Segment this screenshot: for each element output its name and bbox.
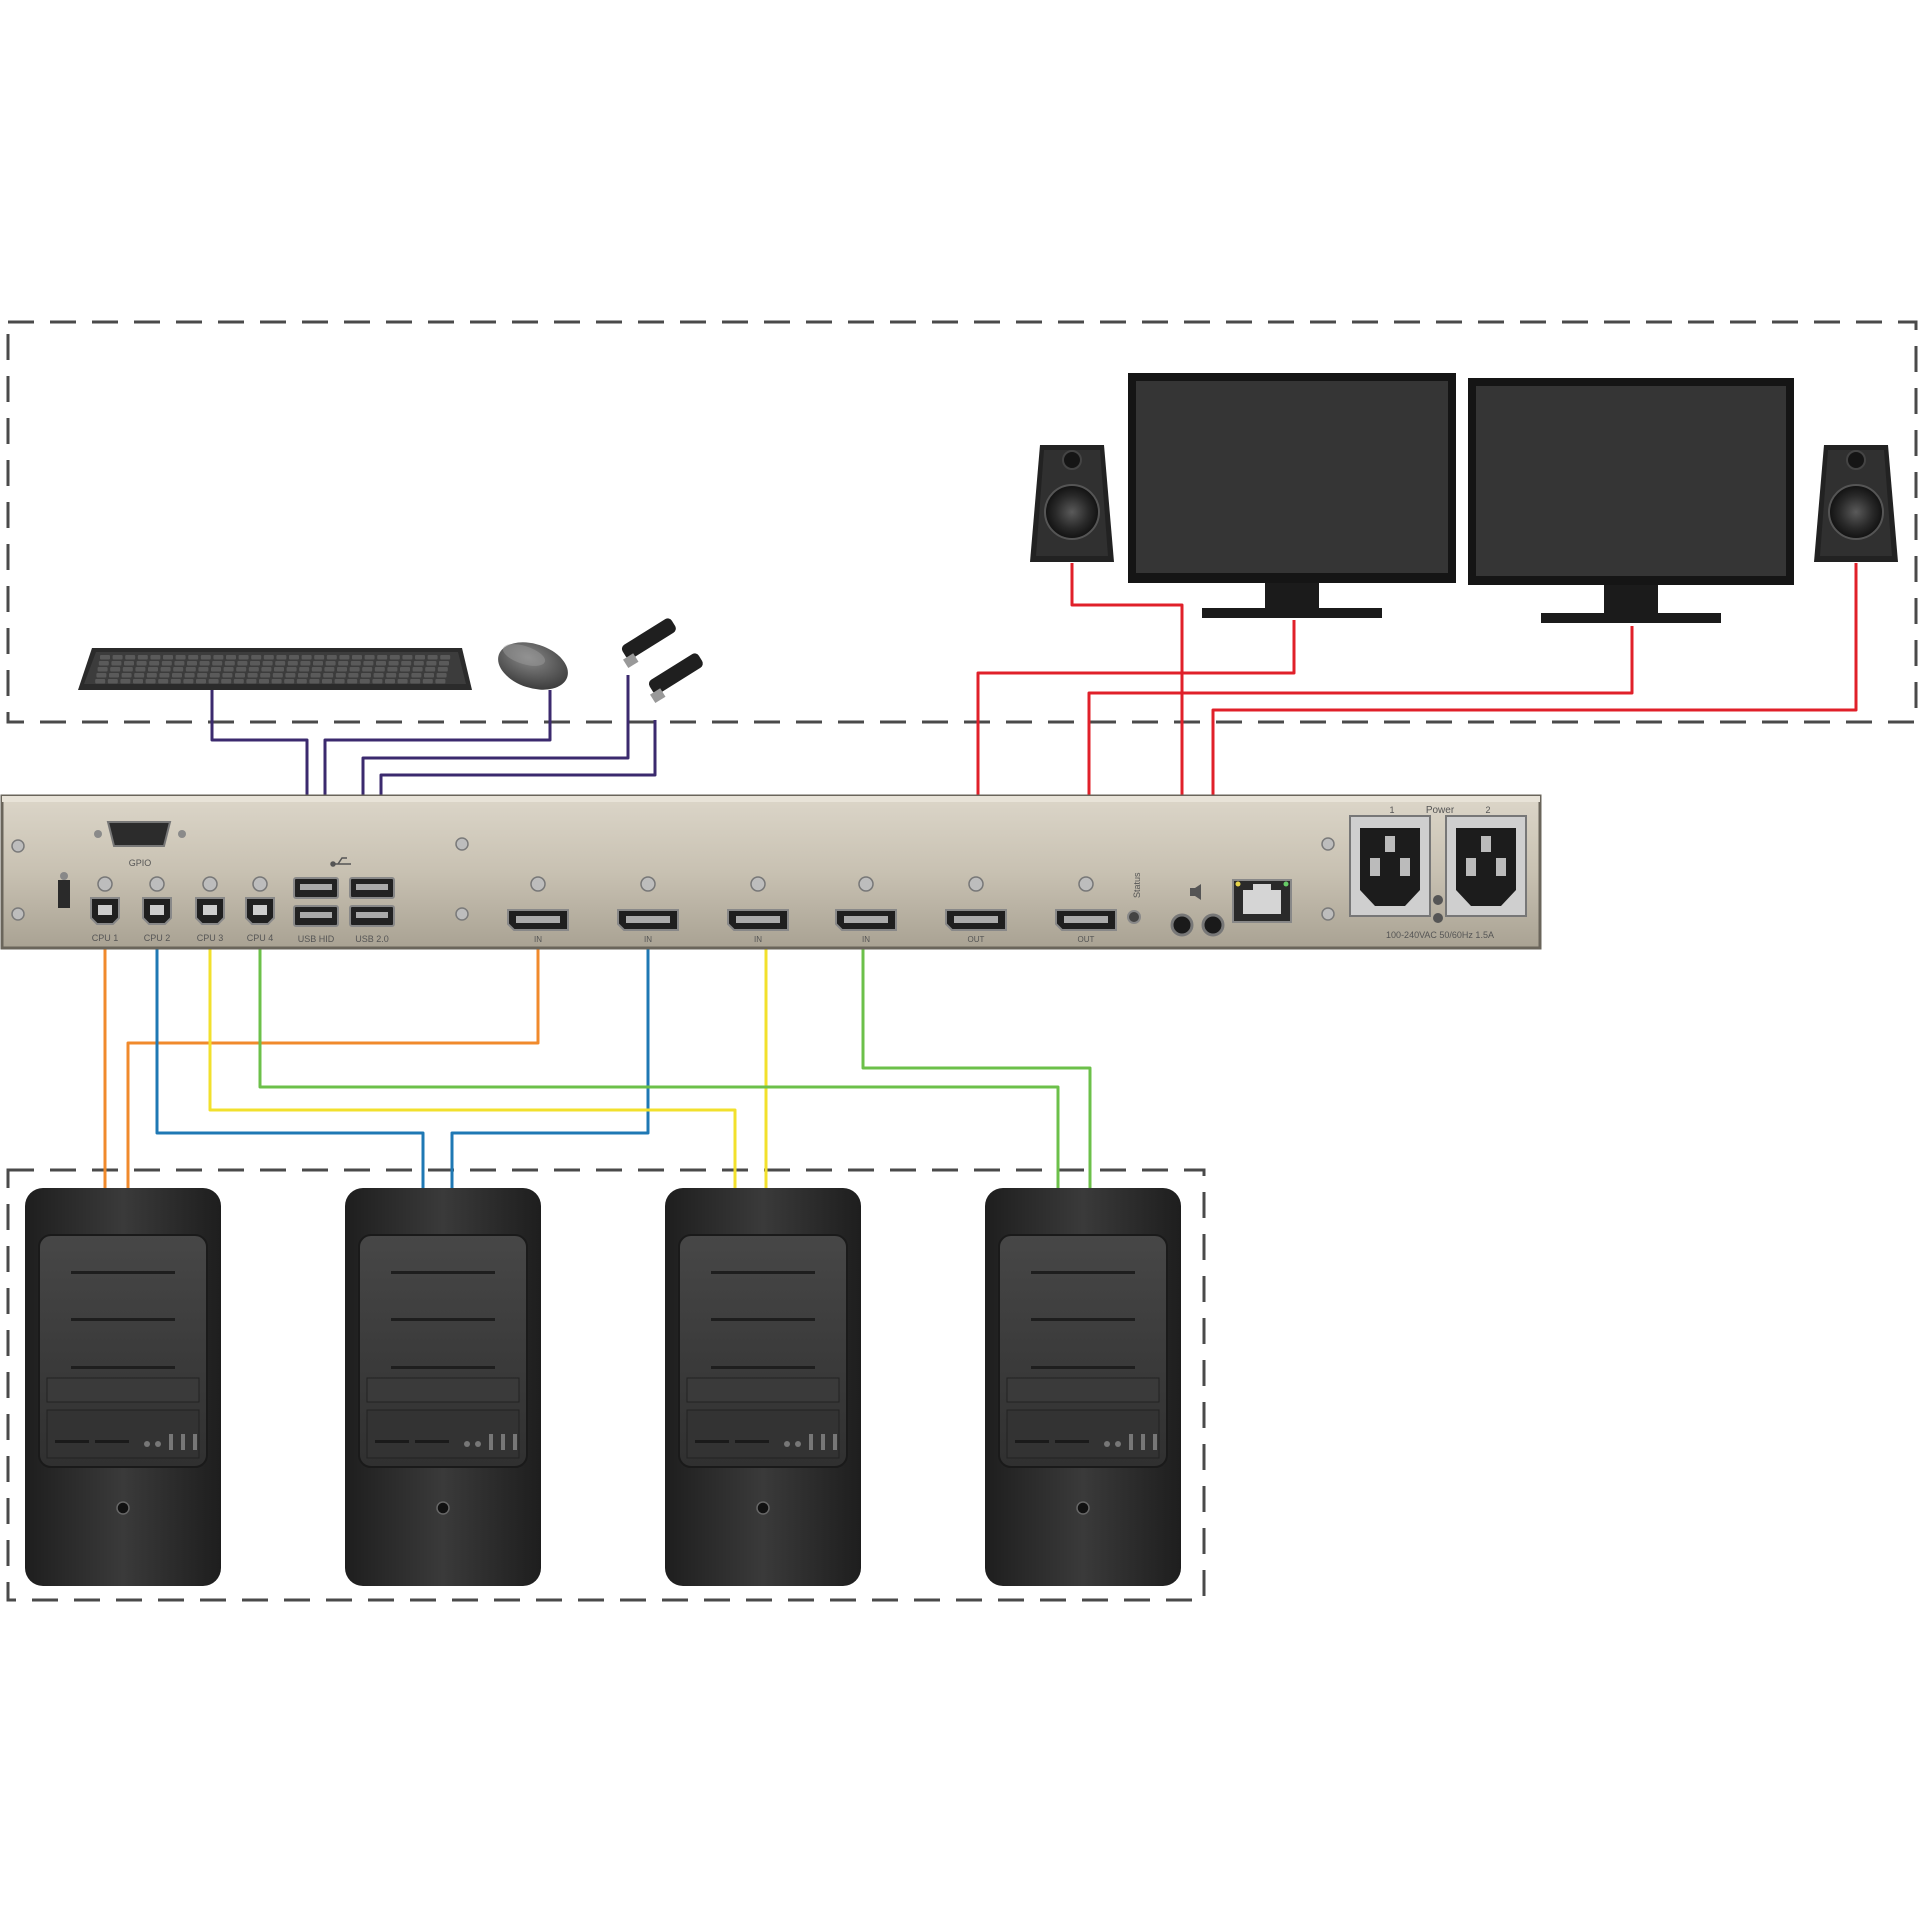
usb-20-label: USB 2.0 xyxy=(355,934,389,944)
dp-out-2-port: OUT xyxy=(1055,876,1117,944)
power-1-label: 1 xyxy=(1389,805,1394,815)
screw xyxy=(455,837,469,851)
usb-symbol-icon xyxy=(330,857,351,867)
pc-tower-icon xyxy=(665,1188,861,1586)
pc-tower-icon xyxy=(345,1188,541,1586)
screw xyxy=(455,907,469,921)
status-label: Status xyxy=(1132,872,1142,898)
dp-in-4-port-label: IN xyxy=(862,935,870,944)
dp-out-1-port-label: OUT xyxy=(968,935,985,944)
dp-in-4-port: IN xyxy=(835,876,897,944)
screw xyxy=(11,907,25,921)
monitor-icon xyxy=(1128,373,1456,618)
kvm-switch-icon: GPIO CPU 1 CPU 2 CPU 3 CPU 4 USB HID USB 2.… xyxy=(0,794,1542,950)
power-section: Power 1 2 100-240VAC 50/60Hz 1.5A xyxy=(1349,805,1527,940)
cable-cpu2-video xyxy=(450,935,650,1188)
usb-20-ports: USB 2.0 xyxy=(349,877,395,944)
monitor-icon xyxy=(1468,378,1794,623)
speaker-icon xyxy=(1814,445,1898,562)
computers-group-border xyxy=(6,1168,1206,1602)
power-inlet-icon xyxy=(1445,815,1527,917)
cpu3-label: CPU 3 xyxy=(197,933,224,943)
power-label: Power xyxy=(1426,805,1455,816)
dp-out-2-port-label: OUT xyxy=(1078,935,1095,944)
audio-jack-in xyxy=(1170,913,1194,937)
dp-in-1-port: IN xyxy=(507,876,569,944)
screw xyxy=(1321,907,1335,921)
mouse-icon xyxy=(498,642,568,690)
cable-cpu4-video xyxy=(861,935,1092,1188)
screw xyxy=(1321,837,1335,851)
dp-in-2-port: IN xyxy=(617,876,679,944)
power-inlet-icon xyxy=(1349,815,1431,917)
pc-tower-icon xyxy=(985,1188,1181,1586)
usb-drive-icon xyxy=(621,618,676,669)
ac-rating-label: 100-240VAC 50/60Hz 1.5A xyxy=(1386,930,1494,940)
cac-port xyxy=(58,880,70,908)
rj45-port-icon xyxy=(1232,879,1292,923)
usb-hid-ports: USB HID xyxy=(293,877,339,944)
gpio-label: GPIO xyxy=(129,858,152,868)
cable-cpu4-usb xyxy=(258,935,1060,1188)
dp-in-3-port: IN xyxy=(727,876,789,944)
usb-hid-label: USB HID xyxy=(298,934,335,944)
usb-drive-icon xyxy=(648,653,703,704)
user-console-group-border xyxy=(6,320,1918,724)
dp-in-3-port-label: IN xyxy=(754,935,762,944)
cable-cpu1-video xyxy=(126,935,540,1188)
cpu1-usb-port: CPU 1 xyxy=(90,876,120,943)
audio-icon xyxy=(1190,884,1201,900)
cable-cpu2-usb xyxy=(155,935,425,1188)
screw xyxy=(11,839,25,853)
power-2-label: 2 xyxy=(1485,805,1490,815)
dp-out-1-port: OUT xyxy=(945,876,1007,944)
keyboard-icon xyxy=(78,648,472,690)
cable-cpu3-usb xyxy=(208,935,737,1188)
cpu1-label: CPU 1 xyxy=(92,933,119,943)
cpu2-label: CPU 2 xyxy=(144,933,171,943)
gpio-port: GPIO xyxy=(94,821,186,868)
audio-jack-out xyxy=(1201,913,1225,937)
dp-in-2-port-label: IN xyxy=(644,935,652,944)
cpu4-usb-port: CPU 4 xyxy=(245,876,275,943)
cpu3-usb-port: CPU 3 xyxy=(195,876,225,943)
speaker-icon xyxy=(1030,445,1114,562)
cpu4-label: CPU 4 xyxy=(247,933,274,943)
cpu2-usb-port: CPU 2 xyxy=(142,876,172,943)
cable-speaker-left-audio xyxy=(1070,563,1184,925)
pc-tower-icon xyxy=(25,1188,221,1586)
status-indicator: Status xyxy=(1127,872,1142,924)
dp-in-1-port-label: IN xyxy=(534,935,542,944)
